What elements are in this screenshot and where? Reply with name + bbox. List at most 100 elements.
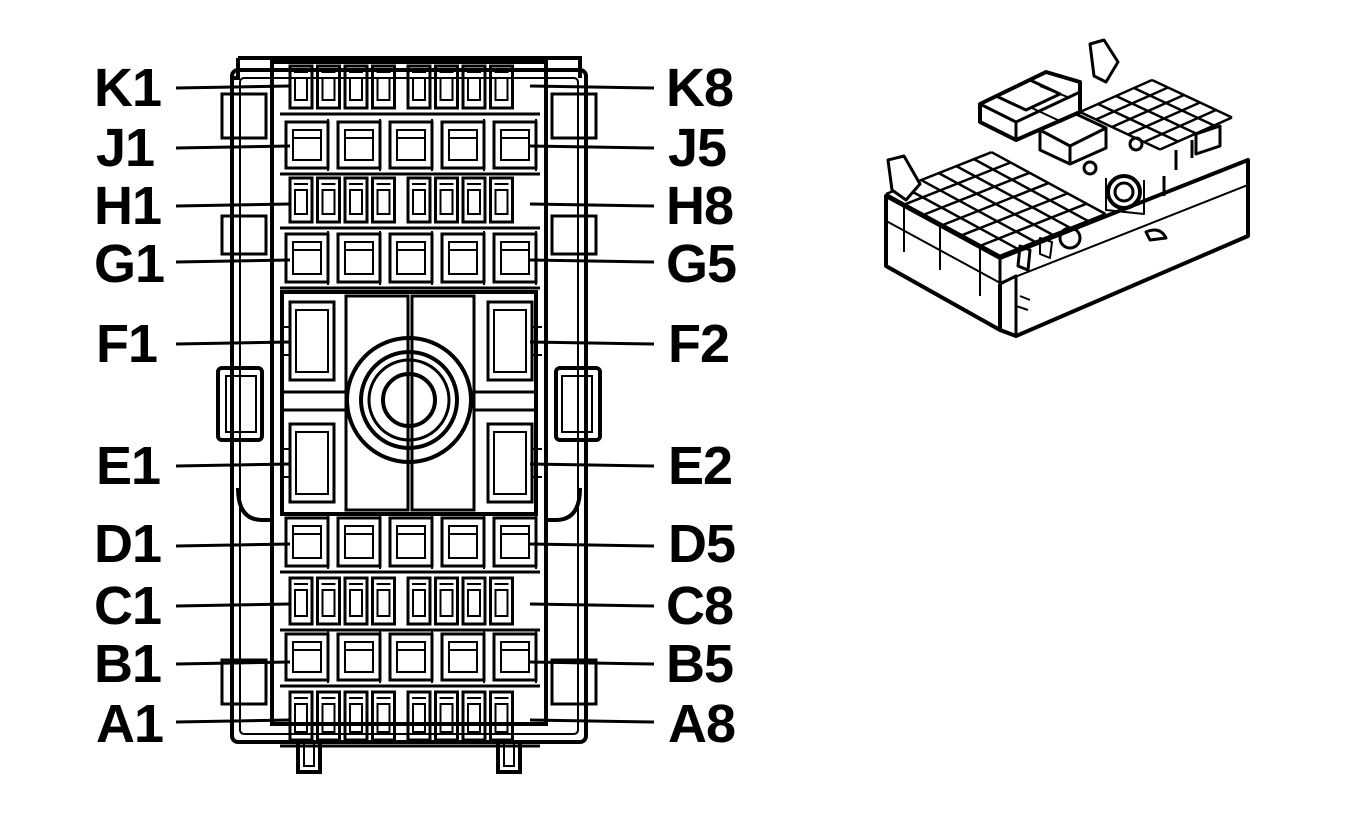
leader-line-J1 xyxy=(175,144,291,150)
pin-label-K1: K1 xyxy=(94,58,161,118)
pin-label-E1: E1 xyxy=(96,436,160,496)
pin-cavities xyxy=(280,64,542,748)
right-pin-labels: K8 J5 H8 G5 F2 E2 D5 C8 B5 A8 xyxy=(666,58,737,754)
leader-line-H8 xyxy=(529,202,655,208)
pin-cavity-G4 xyxy=(440,231,486,285)
pin-label-B5: B5 xyxy=(666,634,733,694)
leader-line-D5 xyxy=(529,542,655,548)
pin-cavity-K2 xyxy=(316,64,341,110)
pin-label-F1: F1 xyxy=(96,314,157,374)
leader-line-G5 xyxy=(529,258,655,264)
pin-cavity-H5 xyxy=(406,176,432,224)
pin-label-G1: G1 xyxy=(94,234,164,294)
leader-line-J5 xyxy=(529,144,655,150)
pin-cavity-B4 xyxy=(440,631,486,683)
pin-cavity-J4 xyxy=(440,119,486,171)
pin-label-J1: J1 xyxy=(96,118,154,178)
leader-lines xyxy=(175,84,655,724)
pin-cavity-A1 xyxy=(288,690,314,742)
pin-cavity-A4 xyxy=(371,690,396,742)
pin-label-K8: K8 xyxy=(666,58,733,118)
pin-cavity-K6 xyxy=(434,64,459,110)
pin-cavity-K1 xyxy=(288,64,314,110)
cavity-row-C xyxy=(288,576,514,626)
pin-cavity-H6 xyxy=(434,176,459,224)
pin-cavity-G5 xyxy=(492,231,538,285)
pin-label-J5: J5 xyxy=(668,118,726,178)
pin-cavity-K3 xyxy=(343,64,369,110)
pin-cavity-K8 xyxy=(489,64,514,110)
pin-cavity-J1 xyxy=(284,119,330,171)
pin-cavity-K4 xyxy=(371,64,396,110)
pin-cavity-C1 xyxy=(288,576,314,626)
leader-line-D1 xyxy=(175,542,291,548)
pin-cavity-D2 xyxy=(336,515,382,569)
cavity-row-K xyxy=(288,64,514,110)
pin-label-H1: H1 xyxy=(94,176,161,236)
pin-cavity-H3 xyxy=(343,176,369,224)
pin-cavity-C6 xyxy=(434,576,459,626)
pin-cavity-H2 xyxy=(316,176,341,224)
pin-label-G5: G5 xyxy=(666,234,736,294)
cavity-row-B xyxy=(284,631,538,683)
pin-label-F2: F2 xyxy=(668,314,729,374)
leader-line-H1 xyxy=(175,202,291,208)
pin-label-H8: H8 xyxy=(666,176,733,236)
pin-label-A8: A8 xyxy=(668,694,735,754)
cavity-row-J xyxy=(284,119,538,171)
cavity-row-D xyxy=(284,515,538,569)
cavity-row-G xyxy=(284,231,538,285)
leader-line-B1 xyxy=(175,660,291,666)
pin-cavity-C5 xyxy=(406,576,432,626)
pin-cavity-D1 xyxy=(284,515,330,569)
pin-cavity-H7 xyxy=(461,176,487,224)
pin-cavity-G3 xyxy=(388,231,434,285)
leader-line-E2 xyxy=(529,462,655,468)
cavity-row-A xyxy=(288,690,514,742)
pin-cavity-A8 xyxy=(489,690,514,742)
pin-cavity-A2 xyxy=(316,690,341,742)
pin-cavity-J3 xyxy=(388,119,434,171)
pin-cavity-H4 xyxy=(371,176,396,224)
pin-cavity-C2 xyxy=(316,576,341,626)
leader-line-B5 xyxy=(529,660,655,666)
pin-cavity-B2 xyxy=(336,631,382,683)
cavity-row-H xyxy=(288,176,514,224)
pin-cavity-E1 xyxy=(280,422,336,504)
pin-label-E2: E2 xyxy=(668,436,732,496)
pin-cavity-A5 xyxy=(406,690,432,742)
leader-line-K8 xyxy=(529,84,655,90)
left-pin-labels: K1 J1 H1 G1 F1 E1 D1 C1 B1 A1 xyxy=(94,58,165,754)
pin-cavity-A3 xyxy=(343,690,369,742)
leader-line-E1 xyxy=(175,462,291,468)
pin-label-B1: B1 xyxy=(94,634,161,694)
pin-cavity-A7 xyxy=(461,690,487,742)
pin-cavity-B3 xyxy=(388,631,434,683)
pin-label-D5: D5 xyxy=(668,514,735,574)
pin-cavity-F1 xyxy=(280,300,336,382)
cavity-row-E xyxy=(280,422,542,504)
leader-line-C1 xyxy=(175,602,291,608)
leader-line-K1 xyxy=(175,84,291,90)
leader-line-A8 xyxy=(529,718,655,724)
pin-cavity-C7 xyxy=(461,576,487,626)
pin-cavity-K5 xyxy=(406,64,432,110)
pin-cavity-G2 xyxy=(336,231,382,285)
housing-outline xyxy=(216,56,602,774)
pin-cavity-K7 xyxy=(461,64,487,110)
leader-line-C8 xyxy=(529,602,655,608)
pin-cavity-J2 xyxy=(336,119,382,171)
leader-line-F1 xyxy=(175,340,291,346)
pin-cavity-C4 xyxy=(371,576,396,626)
pin-label-C1: C1 xyxy=(94,576,161,636)
pin-cavity-B1 xyxy=(284,631,330,683)
pin-cavity-A6 xyxy=(434,690,459,742)
pin-cavity-B5 xyxy=(492,631,538,683)
connector-face-view: K1 J1 H1 G1 F1 E1 D1 C1 B1 A1 K8 J5 H8 G… xyxy=(94,56,737,774)
pin-cavity-C3 xyxy=(343,576,369,626)
pin-label-C8: C8 xyxy=(666,576,733,636)
pin-cavity-D4 xyxy=(440,515,486,569)
pin-cavity-J5 xyxy=(492,119,538,171)
pin-label-D1: D1 xyxy=(94,514,161,574)
